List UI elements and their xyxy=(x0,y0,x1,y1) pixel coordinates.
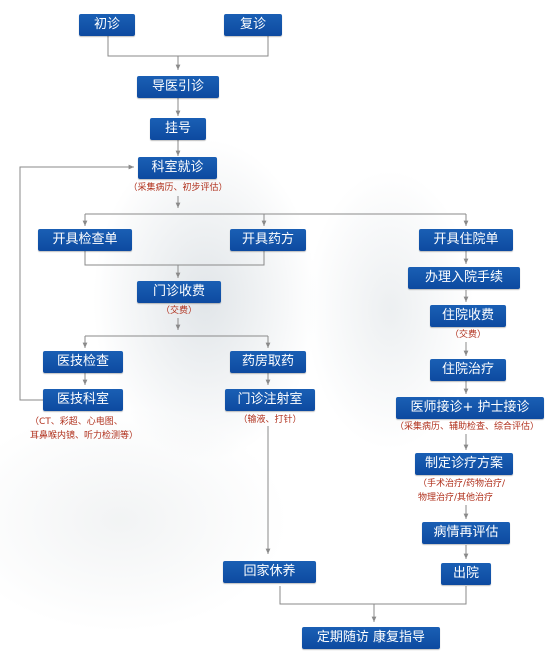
connector-feedback-loop xyxy=(19,164,134,401)
connector-to-followup xyxy=(279,586,467,622)
prescription-node: 开具药方 xyxy=(230,229,306,251)
exam-order-node: 开具检查单 xyxy=(38,229,132,251)
outpatient-fee-note: （交费） xyxy=(160,306,197,316)
inpatient-treatment-node: 住院治疗 xyxy=(430,359,506,381)
treatment-plan-note-line1: （手术治疗/药物治疗/ xyxy=(418,479,506,489)
department-visit-node: 科室就诊 xyxy=(138,157,217,179)
tech-department-node: 医技科室 xyxy=(43,389,123,411)
tech-department-note-line2: 耳鼻喉内镜、听力检测等） xyxy=(30,431,139,441)
injection-room-note: （输液、打针） xyxy=(238,415,302,425)
return-visit-node: 复诊 xyxy=(224,14,282,36)
followup-node: 定期随访 康复指导 xyxy=(302,627,440,649)
handover-note: （采集病历、辅助检查、综合评估） xyxy=(394,422,539,432)
home-rest-node: 回家休养 xyxy=(223,561,316,583)
discharge-node: 出院 xyxy=(441,563,491,585)
registration-node: 挂号 xyxy=(150,118,206,140)
department-visit-note: （采集病历、初步评估） xyxy=(128,183,228,193)
treatment-plan-note-line2: 物理治疗/其他治疗 xyxy=(418,493,494,503)
first-visit-node: 初诊 xyxy=(79,14,135,36)
tech-department-note-line1: （CT、彩超、心电图、 xyxy=(30,417,123,427)
inpatient-fee-note: （交费） xyxy=(449,330,486,340)
inpatient-fee-node: 住院收费 xyxy=(430,305,506,327)
triage-node: 导医引诊 xyxy=(137,76,219,98)
injection-room-node: 门诊注射室 xyxy=(225,389,315,411)
reassessment-node: 病情再评估 xyxy=(422,522,510,544)
outpatient-fee-node: 门诊收费 xyxy=(137,281,221,303)
treatment-plan-node: 制定诊疗方案 xyxy=(415,453,513,475)
connector-orders-to-fee xyxy=(84,251,265,278)
admission-order-node: 开具住院单 xyxy=(419,229,513,251)
pharmacy-node: 药房取药 xyxy=(230,351,306,373)
connector-visits-to-triage xyxy=(107,36,269,70)
handover-node: 医师接诊+ 护士接诊 xyxy=(396,397,544,419)
medical-exam-node: 医技检查 xyxy=(43,351,123,373)
admission-procedure-node: 办理入院手续 xyxy=(408,267,520,289)
